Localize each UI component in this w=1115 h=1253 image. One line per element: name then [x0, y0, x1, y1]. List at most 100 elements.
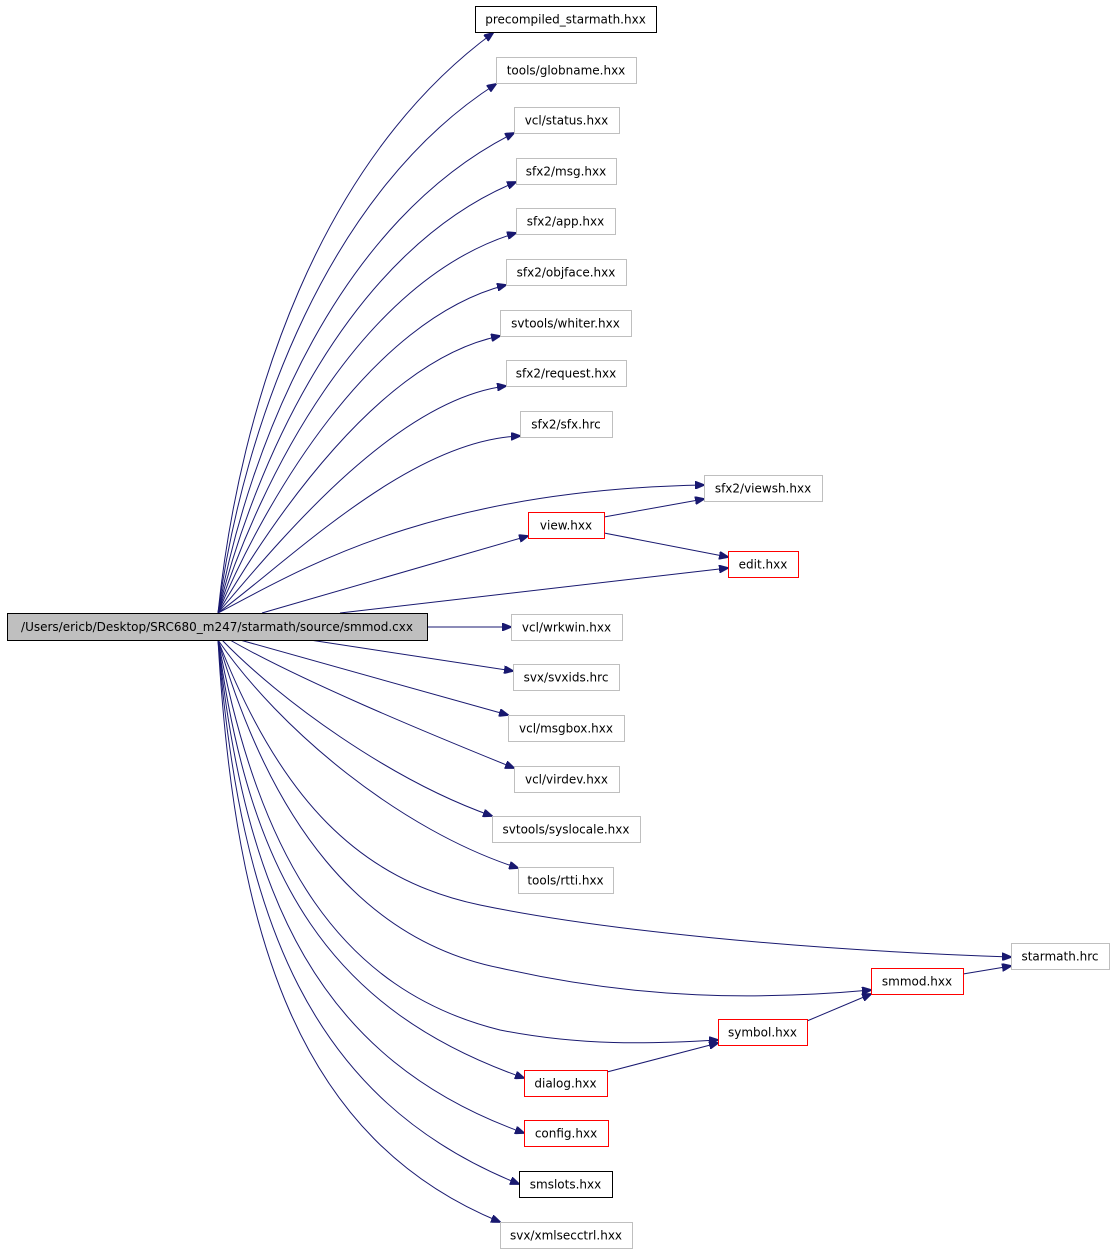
include-node-tools-globname-hxx[interactable]: tools/globname.hxx: [496, 57, 637, 84]
include-node-sfx2-viewsh-hxx[interactable]: sfx2/viewsh.hxx: [704, 475, 823, 502]
node-box: [496, 57, 637, 84]
include-node-sfx2-request-hxx[interactable]: sfx2/request.hxx: [506, 360, 627, 387]
node-label: sfx2/sfx.hrc: [531, 418, 601, 432]
node-box: [524, 1120, 609, 1147]
include-node-svtools-syslocale-hxx[interactable]: svtools/syslocale.hxx: [492, 816, 641, 843]
include-node-config-hxx[interactable]: config.hxx: [524, 1120, 609, 1147]
node-box: [518, 867, 614, 894]
node-label: sfx2/msg.hxx: [526, 165, 606, 179]
node-box: [506, 259, 627, 286]
node-label: precompiled_starmath.hxx: [485, 13, 646, 27]
node-box: [7, 613, 428, 641]
edge-n22-to-n21: [606, 1043, 718, 1073]
node-label: sfx2/request.hxx: [516, 367, 617, 381]
edge-root-to-n6: [217, 285, 506, 614]
edge-root-to-n1: [217, 33, 493, 614]
edge-root-to-n14: [309, 639, 513, 671]
include-node-edit-hxx[interactable]: edit.hxx: [728, 551, 799, 578]
edge-root-to-n15: [239, 639, 508, 715]
node-label: vcl/wrkwin.hxx: [522, 621, 611, 635]
node-box: [475, 6, 657, 33]
include-node-vcl-msgbox-hxx[interactable]: vcl/msgbox.hxx: [508, 715, 625, 742]
edge-root-to-n21: [217, 639, 718, 1043]
node-label: /Users/ericb/Desktop/SRC680_m247/starmat…: [21, 620, 413, 634]
edge-n11-to-n10: [603, 499, 704, 518]
edge-root-to-n2: [217, 84, 496, 614]
include-node-symbol-hxx[interactable]: symbol.hxx: [718, 1019, 808, 1046]
node-label: config.hxx: [535, 1127, 597, 1141]
node-box: [871, 968, 964, 995]
edge-root-to-n23: [217, 639, 524, 1133]
node-label: view.hxx: [540, 519, 592, 533]
node-label: svx/svxids.hrc: [524, 671, 609, 685]
edge-root-to-n10: [217, 485, 704, 614]
node-box: [519, 1171, 613, 1198]
include-node-svtools-whiter-hxx[interactable]: svtools/whiter.hxx: [500, 310, 632, 337]
include-node-sfx2-objface-hxx[interactable]: sfx2/objface.hxx: [506, 259, 627, 286]
node-box: [528, 512, 605, 539]
node-label: svx/xmlsecctrl.hxx: [510, 1229, 622, 1243]
edge-root-to-n7: [217, 336, 500, 614]
node-box: [514, 766, 620, 793]
node-box: [516, 158, 617, 185]
edges-layer: [217, 33, 1011, 1222]
edge-root-to-n12: [339, 568, 728, 614]
node-box: [728, 551, 799, 578]
node-box: [514, 107, 620, 134]
node-box: [513, 664, 620, 691]
include-node-vcl-status-hxx[interactable]: vcl/status.hxx: [514, 107, 620, 134]
include-node-sfx2-sfx-hrc[interactable]: sfx2/sfx.hrc: [520, 411, 613, 438]
node-box: [1011, 943, 1110, 970]
edge-root-to-n8: [217, 386, 506, 614]
include-node-svx-xmlsecctrl-hxx[interactable]: svx/xmlsecctrl.hxx: [500, 1222, 633, 1249]
node-label: sfx2/objface.hxx: [517, 266, 616, 280]
node-label: svtools/syslocale.hxx: [503, 823, 630, 837]
node-label: vcl/virdev.hxx: [525, 773, 608, 787]
node-box: [500, 310, 632, 337]
include-node-tools-rtti-hxx[interactable]: tools/rtti.hxx: [518, 867, 614, 894]
nodes-layer: /Users/ericb/Desktop/SRC680_m247/starmat…: [7, 6, 1110, 1249]
edge-root-to-n4: [217, 182, 516, 614]
edge-root-to-n20: [217, 639, 871, 997]
include-node-starmath-hrc[interactable]: starmath.hrc: [1011, 943, 1110, 970]
node-box: [718, 1019, 808, 1046]
include-node-vcl-virdev-hxx[interactable]: vcl/virdev.hxx: [514, 766, 620, 793]
edge-n11-to-n12: [603, 532, 728, 557]
node-box: [511, 614, 623, 641]
include-node-smmod-hxx[interactable]: smmod.hxx: [871, 968, 964, 995]
node-box: [516, 208, 616, 235]
node-label: sfx2/app.hxx: [527, 215, 604, 229]
node-label: dialog.hxx: [534, 1077, 596, 1091]
edge-root-to-n9: [217, 436, 520, 614]
edge-root-to-n24: [217, 639, 519, 1184]
include-node-sfx2-msg-hxx[interactable]: sfx2/msg.hxx: [516, 158, 617, 185]
node-box: [524, 1070, 608, 1097]
edge-root-to-n17: [221, 639, 492, 816]
edge-root-to-n19: [217, 639, 1011, 957]
include-node-dialog-hxx[interactable]: dialog.hxx: [524, 1070, 608, 1097]
edge-root-to-n22: [217, 639, 524, 1078]
edge-n21-to-n20: [806, 994, 871, 1022]
edge-root-to-n16: [229, 639, 514, 768]
node-box: [506, 360, 627, 387]
node-label: tools/rtti.hxx: [527, 874, 603, 888]
include-node-view-hxx[interactable]: view.hxx: [528, 512, 605, 539]
node-box: [500, 1222, 633, 1249]
edge-root-to-n18: [217, 639, 518, 868]
edge-n20-to-n19: [962, 966, 1011, 975]
edge-root-to-n3: [217, 133, 514, 614]
node-box: [508, 715, 625, 742]
include-node-sfx2-app-hxx[interactable]: sfx2/app.hxx: [516, 208, 616, 235]
include-node-vcl-wrkwin-hxx[interactable]: vcl/wrkwin.hxx: [511, 614, 623, 641]
node-label: smmod.hxx: [882, 975, 952, 989]
include-node-precompiled-starmath-hxx[interactable]: precompiled_starmath.hxx: [475, 6, 657, 33]
edge-root-to-n25: [217, 639, 500, 1222]
edge-root-to-n11: [261, 536, 528, 614]
node-label: vcl/status.hxx: [525, 114, 609, 128]
include-node-smslots-hxx[interactable]: smslots.hxx: [519, 1171, 613, 1198]
root-file-node[interactable]: /Users/ericb/Desktop/SRC680_m247/starmat…: [7, 613, 428, 641]
node-label: smslots.hxx: [530, 1178, 601, 1192]
include-node-svx-svxids-hrc[interactable]: svx/svxids.hrc: [513, 664, 620, 691]
node-box: [492, 816, 641, 843]
node-label: symbol.hxx: [728, 1026, 797, 1040]
